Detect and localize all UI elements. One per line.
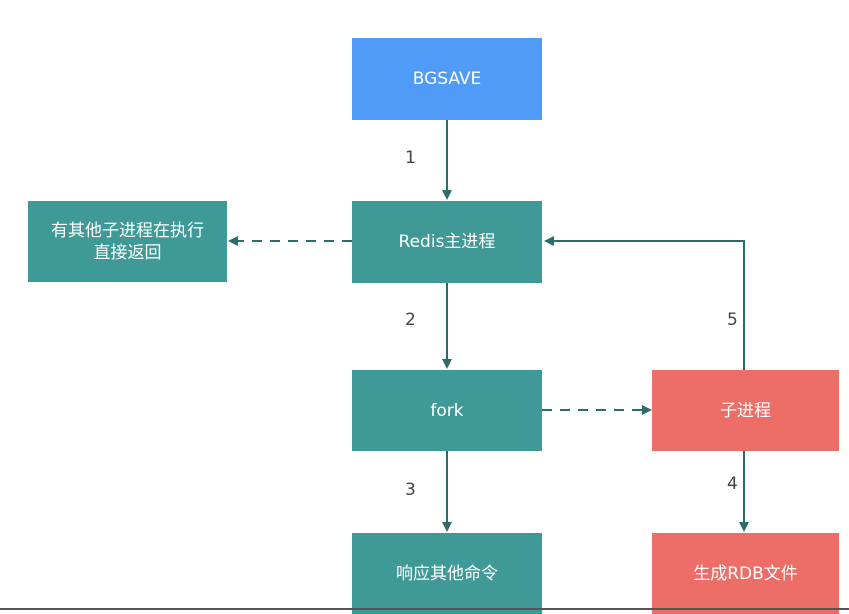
child-process-label: 子进程 bbox=[720, 400, 771, 421]
step-label-4: 4 bbox=[727, 474, 738, 494]
respond-label: 响应其他命令 bbox=[396, 563, 498, 584]
busy-return-line1: 有其他子进程在执行 bbox=[51, 220, 204, 241]
respond-node: 响应其他命令 bbox=[352, 533, 542, 614]
bottom-divider bbox=[0, 608, 849, 610]
busy-return-line2: 直接返回 bbox=[93, 242, 162, 263]
generate-rdb-label: 生成RDB文件 bbox=[693, 563, 798, 584]
arrow-child-to-main bbox=[544, 236, 745, 370]
fork-node: fork bbox=[352, 370, 542, 451]
main-process-label: Redis主进程 bbox=[398, 232, 496, 252]
generate-rdb-node: 生成RDB文件 bbox=[652, 533, 839, 614]
step-label-3: 3 bbox=[405, 480, 416, 500]
main-process-node: Redis主进程 bbox=[352, 201, 542, 283]
busy-return-node: 有其他子进程在执行 直接返回 bbox=[28, 201, 227, 282]
step-label-2: 2 bbox=[405, 310, 416, 330]
fork-label: fork bbox=[430, 400, 464, 421]
bgsave-label: BGSAVE bbox=[412, 69, 482, 89]
bgsave-node: BGSAVE bbox=[352, 38, 542, 120]
step-label-5: 5 bbox=[727, 310, 738, 330]
child-process-node: 子进程 bbox=[652, 370, 839, 451]
step-label-1: 1 bbox=[405, 148, 416, 168]
